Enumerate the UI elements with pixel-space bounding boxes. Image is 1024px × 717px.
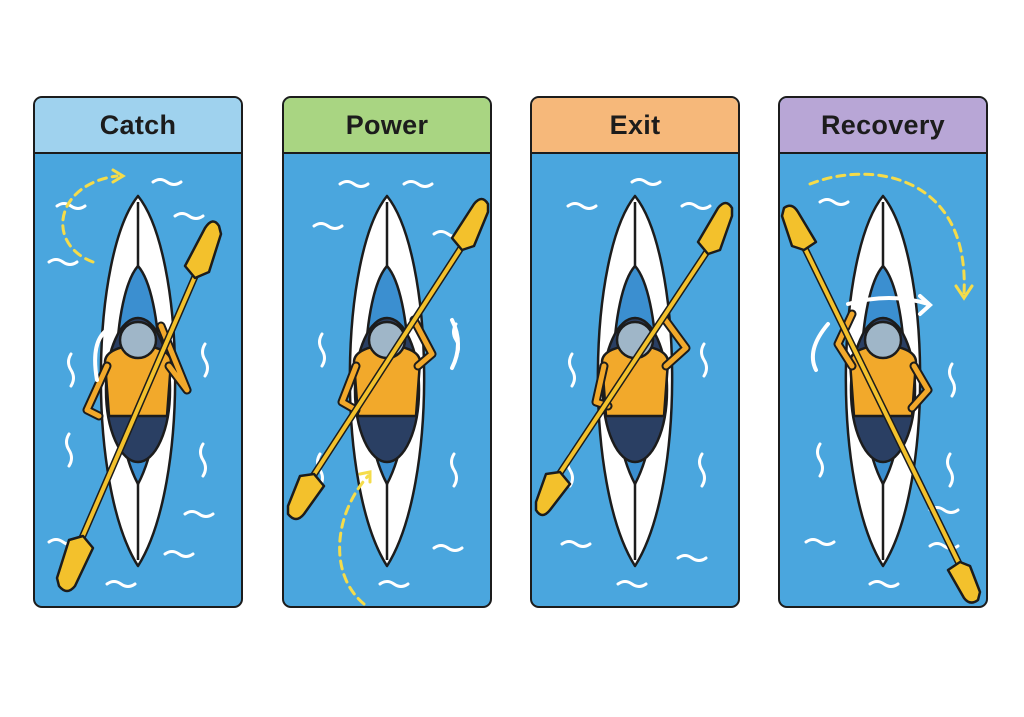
stage-title-power: Power	[345, 109, 429, 140]
helmet	[863, 320, 903, 360]
exit-illustration	[534, 178, 734, 588]
paddle	[780, 204, 982, 604]
paddle-blade-top	[696, 201, 734, 256]
stage-panel-recovery: Recovery	[778, 96, 988, 608]
water-ripples	[47, 178, 215, 588]
power-illustration	[286, 180, 490, 606]
rotation-arrow	[450, 318, 460, 370]
paddler	[833, 309, 933, 418]
stage-panel-power: Power	[282, 96, 492, 608]
paddle-blade-top	[450, 197, 490, 252]
paddle-blade-top	[183, 220, 223, 280]
paddle	[55, 220, 223, 593]
stage-title-catch: Catch	[99, 109, 177, 140]
paddle-blade-bottom	[946, 560, 982, 604]
water-ripples	[560, 178, 712, 588]
stage-header-recovery: Recovery	[780, 98, 986, 154]
rotation-arrow	[811, 294, 933, 372]
stage-title-exit: Exit	[609, 109, 661, 140]
stage-header-catch: Catch	[35, 98, 241, 154]
stage-header-power: Power	[284, 98, 490, 154]
helmet	[118, 320, 158, 360]
stage-panel-exit: Exit	[530, 96, 740, 608]
paddle	[534, 201, 734, 517]
paddler	[337, 315, 437, 418]
stage-header-exit: Exit	[532, 98, 738, 154]
paddle	[286, 197, 490, 521]
paddle-blade-top	[780, 204, 818, 252]
rotation-arrow	[93, 324, 117, 382]
paddle-blade-bottom	[534, 470, 572, 517]
paddle-blade-bottom	[55, 534, 95, 593]
stage-panel-catch: Catch	[33, 96, 243, 608]
recovery-illustration	[780, 172, 982, 604]
motion-arrow	[808, 172, 974, 301]
stage-title-recovery: Recovery	[821, 109, 945, 140]
catch-illustration	[47, 168, 223, 593]
motion-arrow	[338, 470, 372, 606]
motion-arrow	[61, 168, 126, 264]
paddle-blade-bottom	[286, 472, 326, 521]
